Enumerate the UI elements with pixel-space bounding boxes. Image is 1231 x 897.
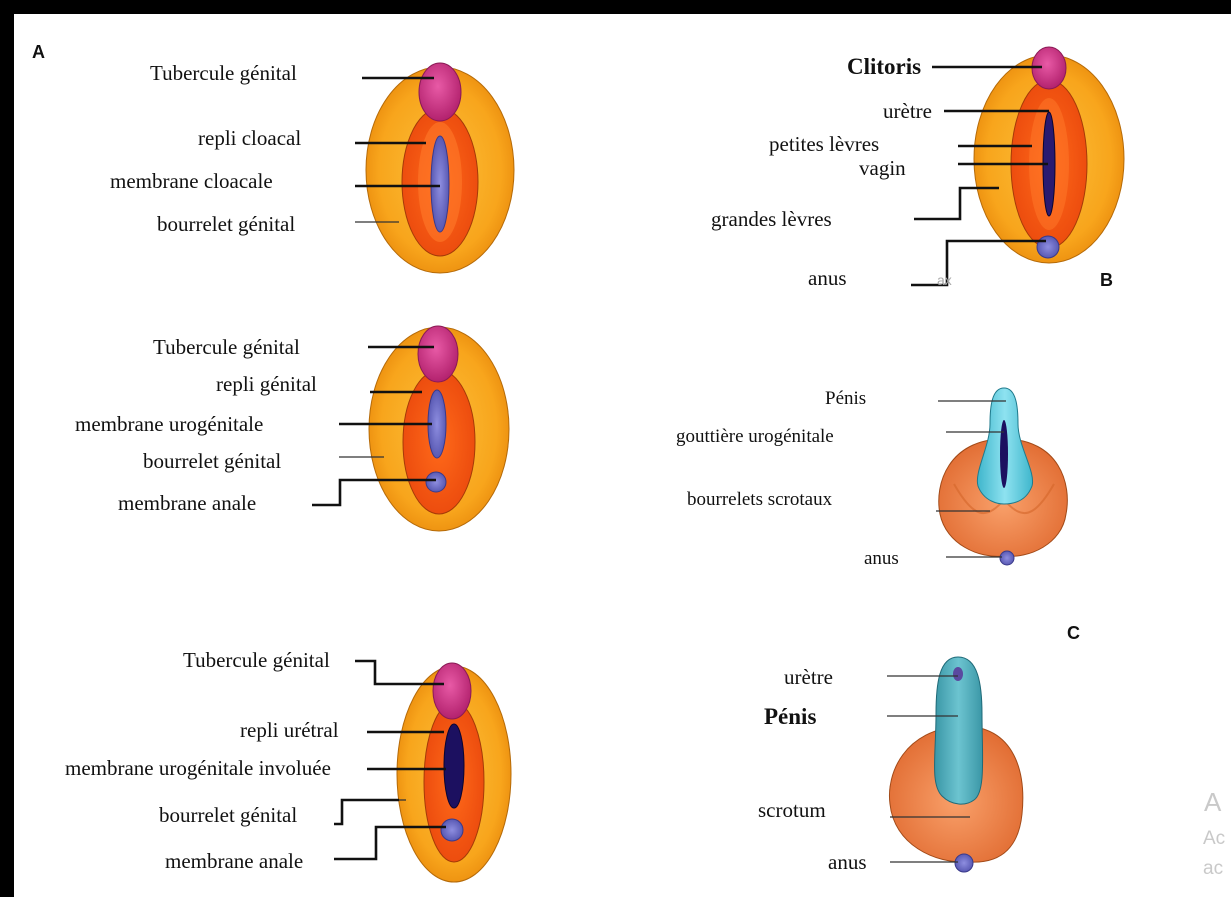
male-early-label-bourrelets: bourrelets scrotaux [687, 489, 833, 510]
male-late-label-penis: Pénis [764, 704, 816, 729]
stage3-label-membrane-anale: membrane anale [165, 849, 303, 873]
stage1-label-repli: repli cloacal [198, 126, 301, 150]
panel-label-b: B [1100, 270, 1113, 290]
stage1-label-bourrelet: bourrelet génital [157, 212, 295, 236]
female-label-vagin: vagin [859, 156, 906, 180]
stage2-label-repli: repli génital [216, 372, 317, 396]
watermark-line1: A [1204, 787, 1222, 817]
stage3-label-tubercule: Tubercule génital [183, 648, 330, 672]
stage2-label-tubercule: Tubercule génital [153, 335, 300, 359]
male-early-label-gouttiere: gouttière urogénitale [676, 426, 834, 447]
stage1-illustration [366, 63, 514, 273]
male-early-label-penis: Pénis [825, 388, 866, 409]
stage3-illustration [397, 663, 511, 882]
male-late-label-uretre: urètre [784, 665, 833, 689]
stage3-label-membrane-involuee: membrane urogénitale involuée [65, 756, 331, 780]
stage1-label-tubercule: Tubercule génital [150, 61, 297, 85]
stage2-illustration [369, 326, 509, 531]
stage3-label-repli: repli urétral [240, 718, 339, 742]
stage1-label-membrane: membrane cloacale [110, 169, 273, 193]
female-label-petites-levres: petites lèvres [769, 132, 879, 156]
panel-label-c: C [1067, 623, 1080, 643]
diagram-canvas: A B C Tubercule génital repli cloacal me… [14, 14, 1231, 897]
stage2-label-membrane-anale: membrane anale [118, 491, 256, 515]
watermark-line3: ac [1203, 858, 1223, 879]
panel-label-a: A [32, 42, 45, 62]
stage2-label-bourrelet: bourrelet génital [143, 449, 281, 473]
male-early-illustration [939, 388, 1068, 565]
male-late-label-anus: anus [828, 850, 867, 874]
stage2-label-membrane-urogenitale: membrane urogénitale [75, 412, 263, 436]
female-label-clitoris: Clitoris [847, 54, 921, 79]
male-early-label-anus: anus [864, 548, 899, 569]
female-label-anus: anus [808, 266, 847, 290]
female-faint-mark: ax [937, 272, 952, 288]
male-late-illustration [889, 657, 1022, 872]
female-label-uretre: urètre [883, 99, 932, 123]
female-illustration [974, 47, 1124, 263]
male-late-label-scrotum: scrotum [758, 798, 826, 822]
stage3-label-bourrelet: bourrelet génital [159, 803, 297, 827]
diagram-svg: A B C Tubercule génital repli cloacal me… [14, 14, 1231, 897]
watermark-line2: Ac [1203, 828, 1225, 849]
female-label-grandes-levres: grandes lèvres [711, 207, 832, 231]
